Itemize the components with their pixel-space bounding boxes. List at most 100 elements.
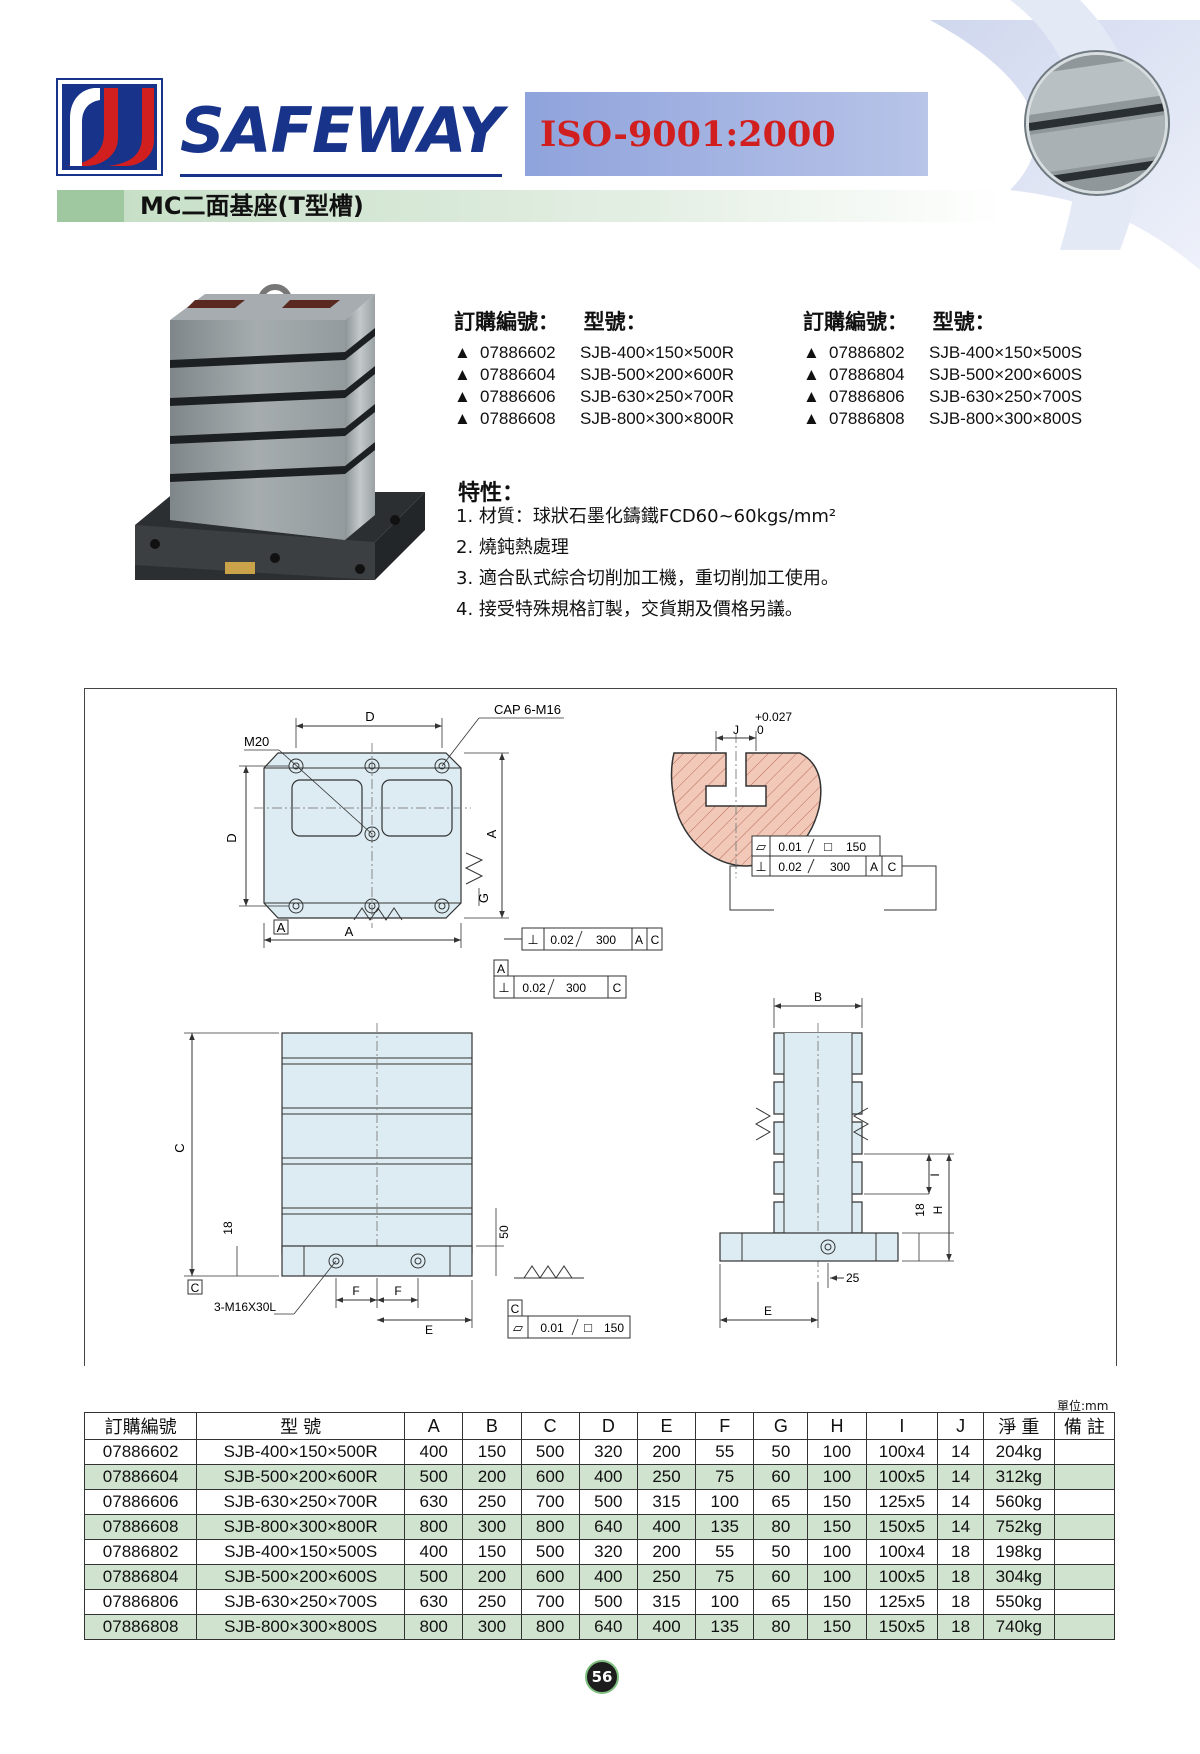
order-list-header: 訂購編號： 型號： — [454, 310, 734, 334]
column-header: G — [753, 1412, 809, 1440]
thread-label: 3-M16X30L — [214, 1300, 276, 1314]
drawing-frame — [84, 688, 1117, 1366]
tolerance-frame-3: ▱ 0.01 □ 150 ⊥ 0.02 300 A C — [729, 835, 937, 911]
table-cell: 150 — [807, 1614, 867, 1640]
table-cell: 630 — [404, 1489, 464, 1515]
flatness-icon: ▱ — [513, 1320, 523, 1335]
model-number: SJB-500×200×600S — [929, 365, 1083, 384]
feature-item: 2. 燒鈍熱處理 — [456, 537, 569, 558]
column-header: J — [937, 1412, 984, 1440]
datum-a: A — [277, 920, 286, 935]
table-cell: 100x5 — [865, 1464, 939, 1490]
tolerance-frame-4: C ▱ 0.01 □ 150 — [507, 1299, 631, 1339]
triangle-bullet-icon: ▲ — [454, 387, 471, 406]
table-cell: 07886804 — [83, 1564, 198, 1590]
title-bar-accent — [57, 190, 124, 222]
dim-18-side: 18 — [913, 1203, 927, 1217]
table-cell: 65 — [753, 1489, 809, 1515]
table-cell: 315 — [636, 1589, 697, 1615]
table-cell: 125x5 — [865, 1589, 939, 1615]
model-number: SJB-400×150×500S — [929, 343, 1083, 362]
table-cell: 304kg — [982, 1564, 1055, 1590]
fcf-value: 0.02 — [778, 860, 802, 874]
feature-item: 4. 接受特殊規格訂製，交貨期及價格另議。 — [456, 599, 803, 620]
datum-c: C — [191, 1281, 200, 1295]
features-title: 特性： — [458, 481, 525, 506]
column-header: 訂購編號 — [83, 1412, 198, 1440]
table-cell: 100 — [695, 1589, 755, 1615]
table-cell: 640 — [578, 1614, 638, 1640]
fcf-ref: C — [651, 933, 660, 947]
table-cell: 560kg — [982, 1489, 1055, 1515]
table-cell: 400 — [404, 1439, 464, 1465]
table-cell: 550kg — [982, 1589, 1055, 1615]
table-cell — [1053, 1589, 1116, 1615]
dim-c: C — [172, 1143, 187, 1152]
table-cell: 400 — [578, 1564, 638, 1590]
table-cell: 100 — [807, 1539, 867, 1565]
order-code: 07886606 — [480, 387, 556, 406]
dim-f1: F — [352, 1284, 359, 1298]
order-code: 07886602 — [480, 343, 556, 362]
table-cell: SJB-400×150×500R — [196, 1439, 406, 1465]
fcf-ref: A — [635, 933, 643, 947]
table-cell: 135 — [695, 1514, 755, 1540]
fcf-length: 300 — [830, 860, 850, 874]
table-cell: 150 — [807, 1589, 867, 1615]
table-cell: 18 — [937, 1564, 984, 1590]
table-cell: 07886608 — [83, 1514, 198, 1540]
square-icon: □ — [584, 1320, 592, 1335]
table-cell: 500 — [520, 1439, 580, 1465]
table-cell: 80 — [753, 1614, 809, 1640]
table-cell: 100 — [807, 1564, 867, 1590]
table-cell: SJB-500×200×600R — [196, 1464, 406, 1490]
model-number: SJB-630×250×700S — [929, 387, 1083, 406]
table-cell: SJB-500×200×600S — [196, 1564, 406, 1590]
table-cell: 50 — [753, 1539, 809, 1565]
table-cell: 55 — [695, 1439, 755, 1465]
triangle-bullet-icon: ▲ — [803, 387, 820, 406]
dim-25: 25 — [846, 1271, 860, 1285]
model-number: SJB-800×300×800S — [929, 409, 1083, 428]
table-cell: 100 — [695, 1489, 755, 1515]
column-header: D — [578, 1412, 638, 1440]
datum-a: A — [497, 962, 505, 976]
table-cell: 60 — [753, 1464, 809, 1490]
triangle-bullet-icon: ▲ — [454, 409, 471, 428]
column-header: F — [695, 1412, 755, 1440]
table-cell: 150 — [807, 1514, 867, 1540]
table-cell: 100x5 — [865, 1564, 939, 1590]
fcf-length: 150 — [846, 840, 866, 854]
perpendicularity-icon: ⊥ — [755, 859, 766, 874]
table-cell: 55 — [695, 1539, 755, 1565]
table-cell: 630 — [404, 1589, 464, 1615]
table-cell: 752kg — [982, 1514, 1055, 1540]
column-header: A — [404, 1412, 464, 1440]
table-cell: 250 — [462, 1589, 522, 1615]
order-code: 07886806 — [829, 387, 905, 406]
table-cell: 150 — [807, 1489, 867, 1515]
fcf-length: 300 — [566, 981, 586, 995]
table-cell: 315 — [636, 1489, 697, 1515]
table-cell: 300 — [462, 1514, 522, 1540]
table-cell: 500 — [520, 1539, 580, 1565]
table-cell: 07886806 — [83, 1589, 198, 1615]
model-label: 型號： — [583, 310, 647, 334]
table-cell: 250 — [636, 1564, 697, 1590]
order-code: 07886802 — [829, 343, 905, 362]
table-cell: 07886802 — [83, 1539, 198, 1565]
fcf-length: 150 — [604, 1321, 624, 1335]
table-cell: 100 — [807, 1464, 867, 1490]
table-cell: 60 — [753, 1564, 809, 1590]
fcf-value: 0.01 — [778, 840, 802, 854]
order-item: ▲ 07886806 SJB-630×250×700S — [803, 386, 1082, 408]
